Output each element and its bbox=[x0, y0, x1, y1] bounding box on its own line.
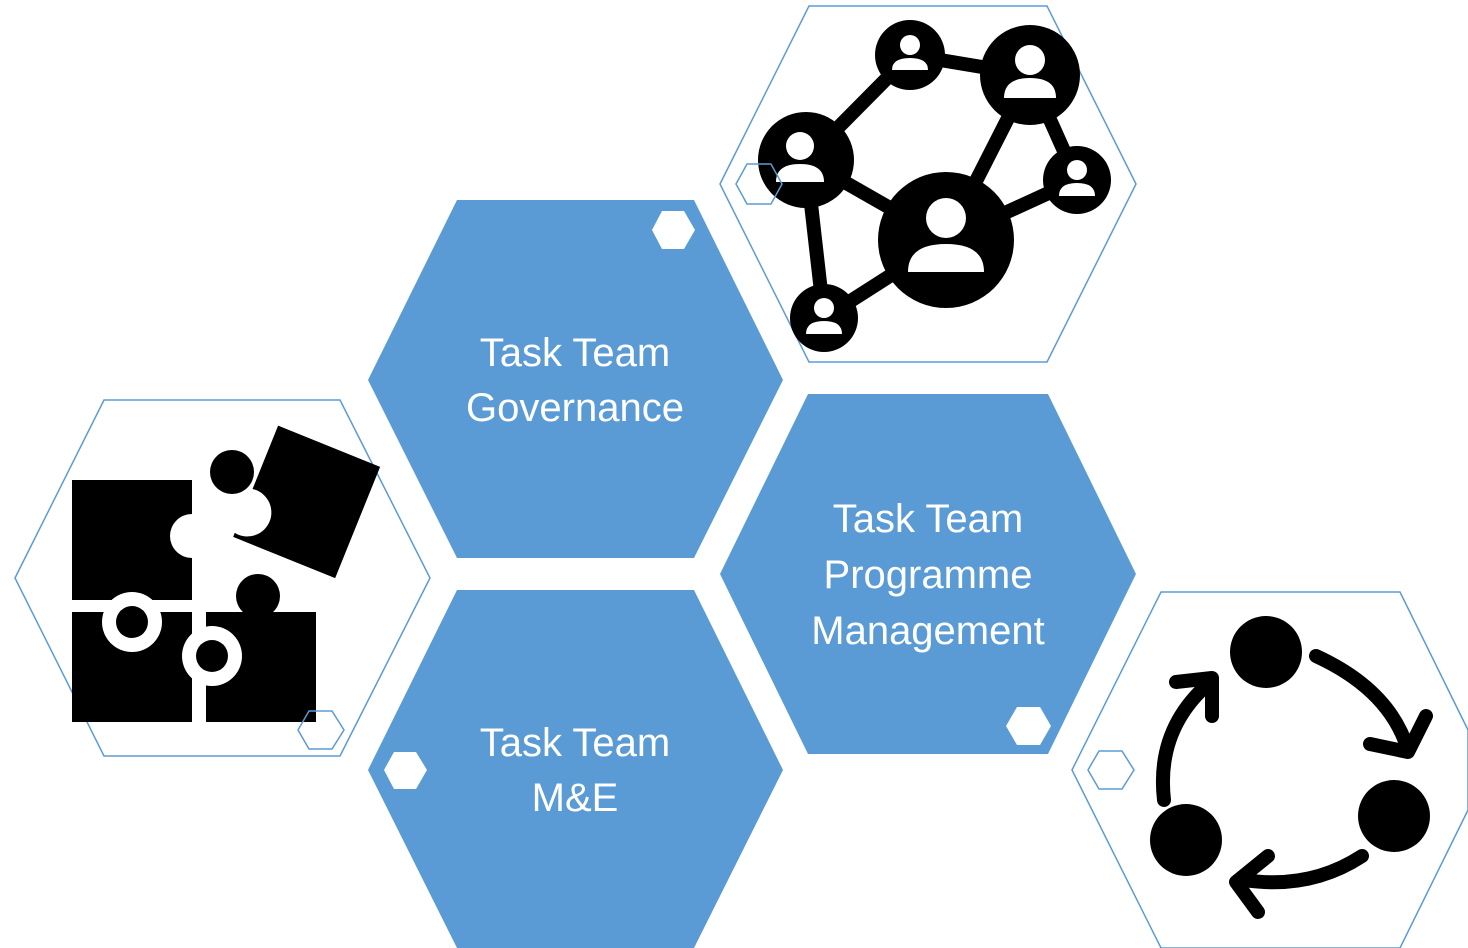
team-programme-management-hex: Task Team Programme Management bbox=[720, 394, 1136, 754]
me-line1: Task Team bbox=[480, 721, 670, 765]
small-hex-marker bbox=[384, 752, 427, 789]
small-hex-marker bbox=[297, 710, 345, 750]
programme-line2: Programme bbox=[824, 553, 1033, 597]
cycle-icon bbox=[1150, 616, 1433, 919]
team-governance-hex: Task Team Governance bbox=[368, 200, 783, 558]
puzzle-pieces-icon bbox=[72, 425, 381, 722]
cycle-hex bbox=[1071, 591, 1468, 948]
people-network-hex bbox=[719, 5, 1137, 363]
team-me-hex: Task Team M&E bbox=[368, 590, 783, 948]
programme-line3: Management bbox=[811, 609, 1044, 653]
puzzle-hex bbox=[14, 399, 431, 757]
programme-line1: Task Team bbox=[833, 497, 1023, 541]
small-hex-marker bbox=[735, 163, 783, 205]
small-hex-marker bbox=[1087, 750, 1135, 790]
small-hex-marker bbox=[652, 211, 695, 249]
small-hex-marker bbox=[1006, 707, 1051, 745]
governance-line1: Task Team bbox=[480, 331, 670, 375]
me-line2: M&E bbox=[532, 776, 619, 820]
governance-line2: Governance bbox=[466, 386, 684, 430]
